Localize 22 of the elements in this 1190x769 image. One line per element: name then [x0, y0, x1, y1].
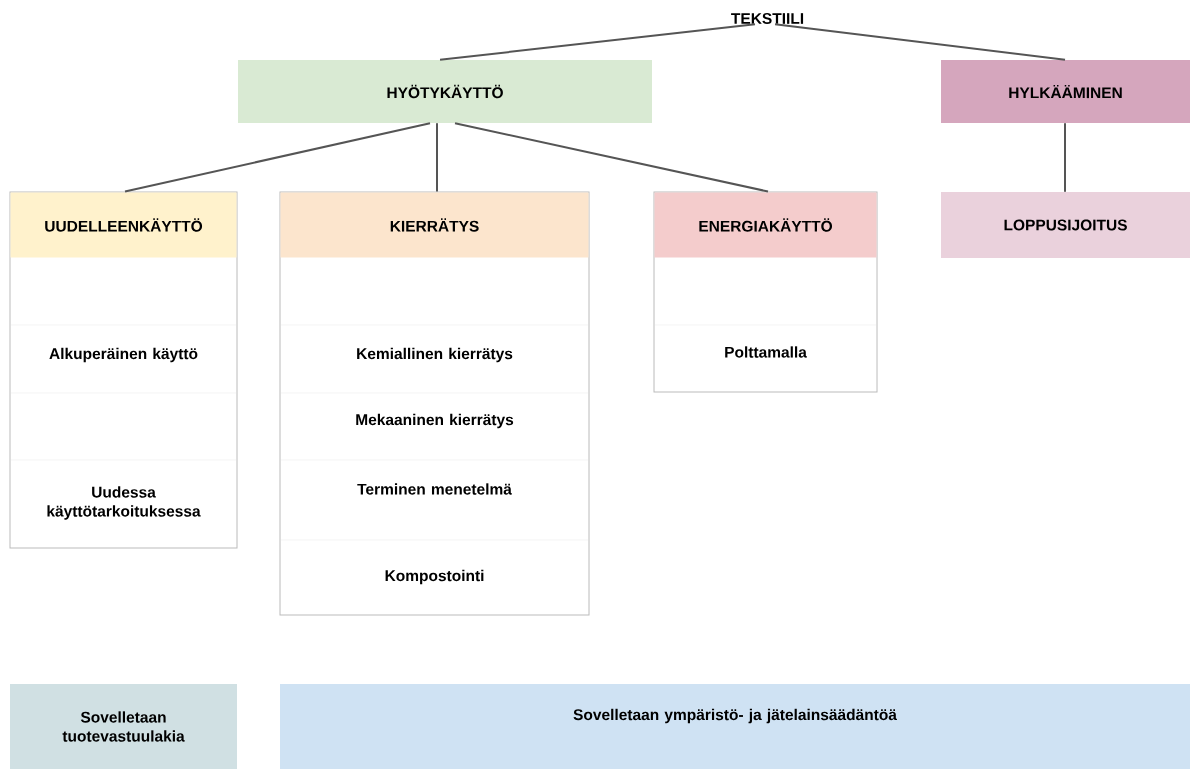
- column-header: UUDELLEENKÄYTTÖ: [10, 192, 237, 258]
- category-box: HYÖTYKÄYTTÖ: [238, 60, 652, 123]
- category-box: HYLKÄÄMINEN: [941, 60, 1190, 123]
- connector-line: [774, 23, 1066, 61]
- connector-line: [454, 122, 769, 193]
- list-item: Kompostointi: [385, 569, 484, 585]
- category-box: LOPPUSIJOITUS: [941, 192, 1190, 258]
- connector-line: [1064, 122, 1066, 193]
- connector-line: [436, 122, 438, 193]
- column-header: KIERRÄTYS: [280, 192, 589, 258]
- list-item: Polttamalla: [725, 346, 807, 358]
- list-item: Kemiallinen kierrätys: [357, 347, 513, 363]
- category-box: Sovelletaan tuotevastuulakia: [10, 684, 237, 769]
- heading-text: TEKSTIILI: [731, 13, 804, 24]
- list-item: Uudessa käyttötarkoituksessa: [47, 486, 201, 520]
- connector-line: [439, 23, 756, 61]
- list-item: Mekaaninen kierrätys: [356, 413, 514, 429]
- connector-line: [124, 122, 431, 193]
- column-header: ENERGIAKÄYTTÖ: [654, 192, 877, 258]
- list-item: Terminen menetelmä: [357, 483, 512, 495]
- note-box: Sovelletaan ympäristö- ja jätelainsäädäntöä: [280, 684, 1190, 769]
- list-item: Alkuperäinen käyttö: [49, 347, 198, 363]
